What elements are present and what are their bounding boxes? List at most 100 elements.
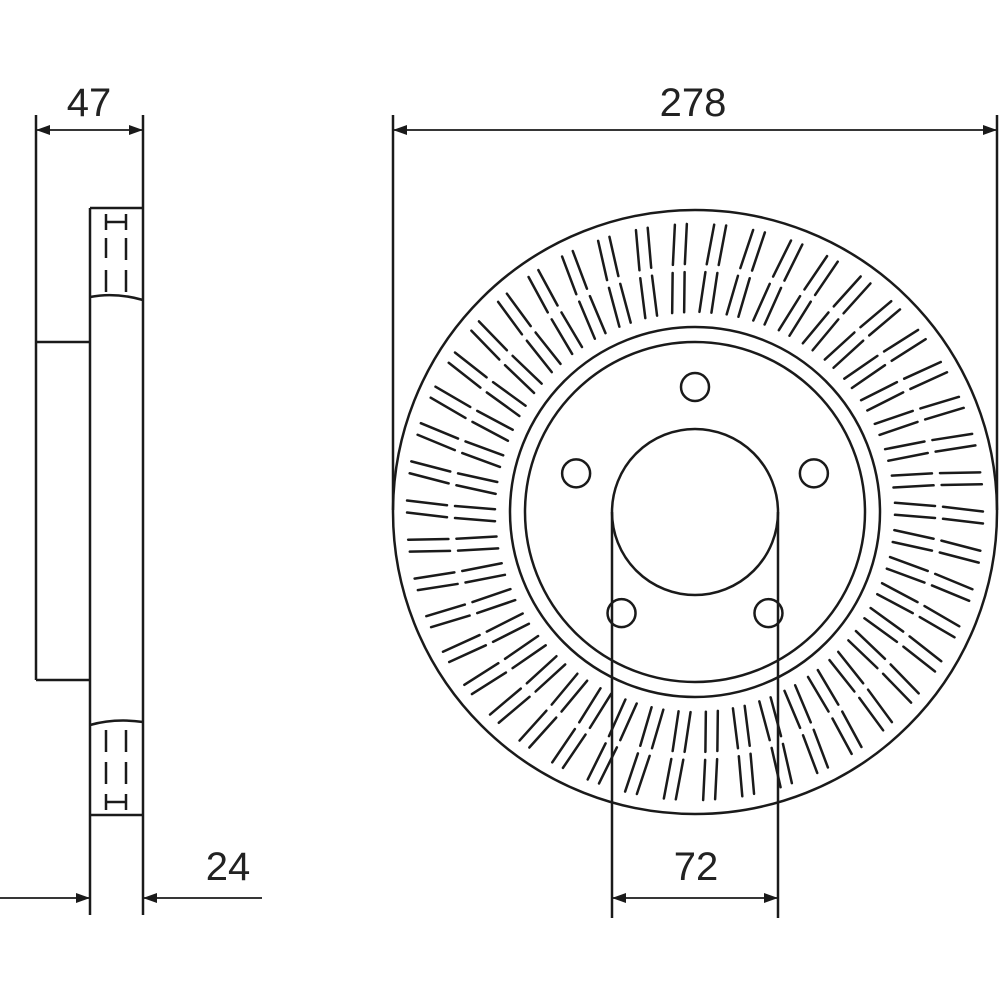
vent-slot-line [869, 606, 905, 633]
vent-slot-line [485, 612, 524, 633]
vent-slot-line [471, 420, 510, 443]
vent-slot-line [623, 752, 640, 793]
vent-slot-line [525, 654, 558, 685]
vent-slot-line [425, 603, 467, 618]
vent-slot-line [608, 235, 620, 278]
vent-slot-line [816, 668, 840, 706]
vent-slot-line [503, 363, 536, 395]
vent-slot-line [918, 615, 956, 639]
vent-slot-line [938, 471, 982, 475]
vent-slot-line [752, 282, 771, 322]
vent-slot-line [902, 360, 943, 380]
vent-slot-line [832, 339, 865, 370]
vent-slot-line [737, 276, 751, 319]
vent-slot-line [464, 440, 505, 457]
vent-slot-line [777, 294, 802, 332]
vent-slot-line [671, 223, 677, 267]
vent-slot-line [588, 692, 613, 730]
vent-slot-line [470, 329, 501, 361]
thickness-dimension-label: 24 [206, 845, 251, 889]
vent-slot-line [854, 629, 887, 661]
vent-slot-line [793, 684, 812, 724]
vent-slot-line [683, 710, 692, 754]
vent-slot-line [416, 433, 457, 452]
vent-slot-line [453, 351, 488, 379]
vent-slot-line [560, 255, 578, 296]
vent-slot-line [674, 758, 685, 801]
vent-slot-line [893, 528, 935, 540]
vent-slot-line [619, 702, 638, 742]
vent-slot-line [923, 604, 961, 628]
vent-slot-line [413, 571, 456, 580]
vent-slot-line [511, 354, 543, 385]
vent-slot-line [832, 275, 862, 308]
vent-slot-line [771, 239, 793, 278]
vent-slot-line [823, 331, 856, 361]
vent-slot-line [588, 294, 607, 335]
vent-slot-line [491, 380, 527, 407]
vent-slot-line [933, 572, 974, 591]
vent-slot-line [788, 300, 812, 337]
vent-slot-line [511, 644, 547, 670]
vent-slot-line [940, 539, 982, 552]
vent-slot-line [456, 472, 499, 484]
vent-slot-line [858, 696, 885, 732]
vent-slot-line [893, 513, 937, 520]
vent-slot-line [806, 675, 830, 713]
bore-dimension-label: 72 [674, 845, 719, 889]
vent-slot-line [662, 757, 673, 800]
vent-slot-line [908, 635, 943, 663]
vent-slot-line [447, 644, 488, 664]
vent-slot-line [867, 308, 902, 337]
vent-slot-line [453, 516, 497, 523]
vent-slot-line [476, 598, 517, 615]
center-bore [610, 427, 780, 597]
vent-slot-line [561, 733, 587, 770]
bolt-hole [798, 458, 830, 489]
vent-slot-line [671, 710, 680, 753]
vent-slot-line [578, 687, 602, 724]
front-view [391, 115, 999, 918]
vent-slot-line [497, 695, 531, 725]
bolt-hole [560, 458, 592, 489]
vent-slot-line [940, 482, 984, 487]
vent-slot-line [607, 286, 621, 328]
vent-slot-line [859, 299, 893, 329]
vent-slot-line [434, 385, 472, 409]
vent-slot-line [455, 535, 498, 540]
vent-slot-line [405, 499, 449, 507]
vent-slot-line [909, 370, 949, 391]
vent-slot-line [639, 276, 647, 320]
vent-slot-line [485, 391, 521, 418]
vent-slot-line [892, 484, 935, 489]
vent-slot-line [503, 634, 540, 661]
disc-outer-edge [391, 208, 999, 816]
vent-slot-line [882, 328, 920, 353]
vent-slot-line [836, 650, 865, 685]
vent-slot-line [931, 432, 974, 442]
vent-slots [405, 222, 985, 802]
vent-slot-line [410, 460, 452, 473]
vent-slot-line [885, 567, 926, 584]
vent-slot-line [750, 231, 767, 272]
vent-slot-line [713, 757, 719, 801]
vent-slot-line [461, 562, 503, 573]
vent-slot-line [930, 584, 971, 603]
vent-slot-line [534, 331, 562, 366]
vent-slot-line [763, 286, 783, 326]
vent-slot-line [923, 406, 965, 421]
vent-slot-line [550, 318, 574, 356]
vent-slot-line [496, 300, 524, 336]
vent-slot-line [847, 639, 879, 670]
vent-slot-line [828, 658, 856, 693]
vent-slot-line [596, 239, 609, 282]
vent-slot-line [888, 555, 929, 573]
vent-slot-line [866, 688, 894, 724]
vent-slot-line [455, 484, 497, 496]
vent-slot-line [769, 696, 783, 738]
vent-slot-line [571, 249, 589, 290]
vent-slot-line [873, 409, 914, 426]
vent-slot-line [518, 709, 548, 742]
vent-slot-line [887, 451, 929, 462]
vent-slot-line [441, 633, 481, 654]
